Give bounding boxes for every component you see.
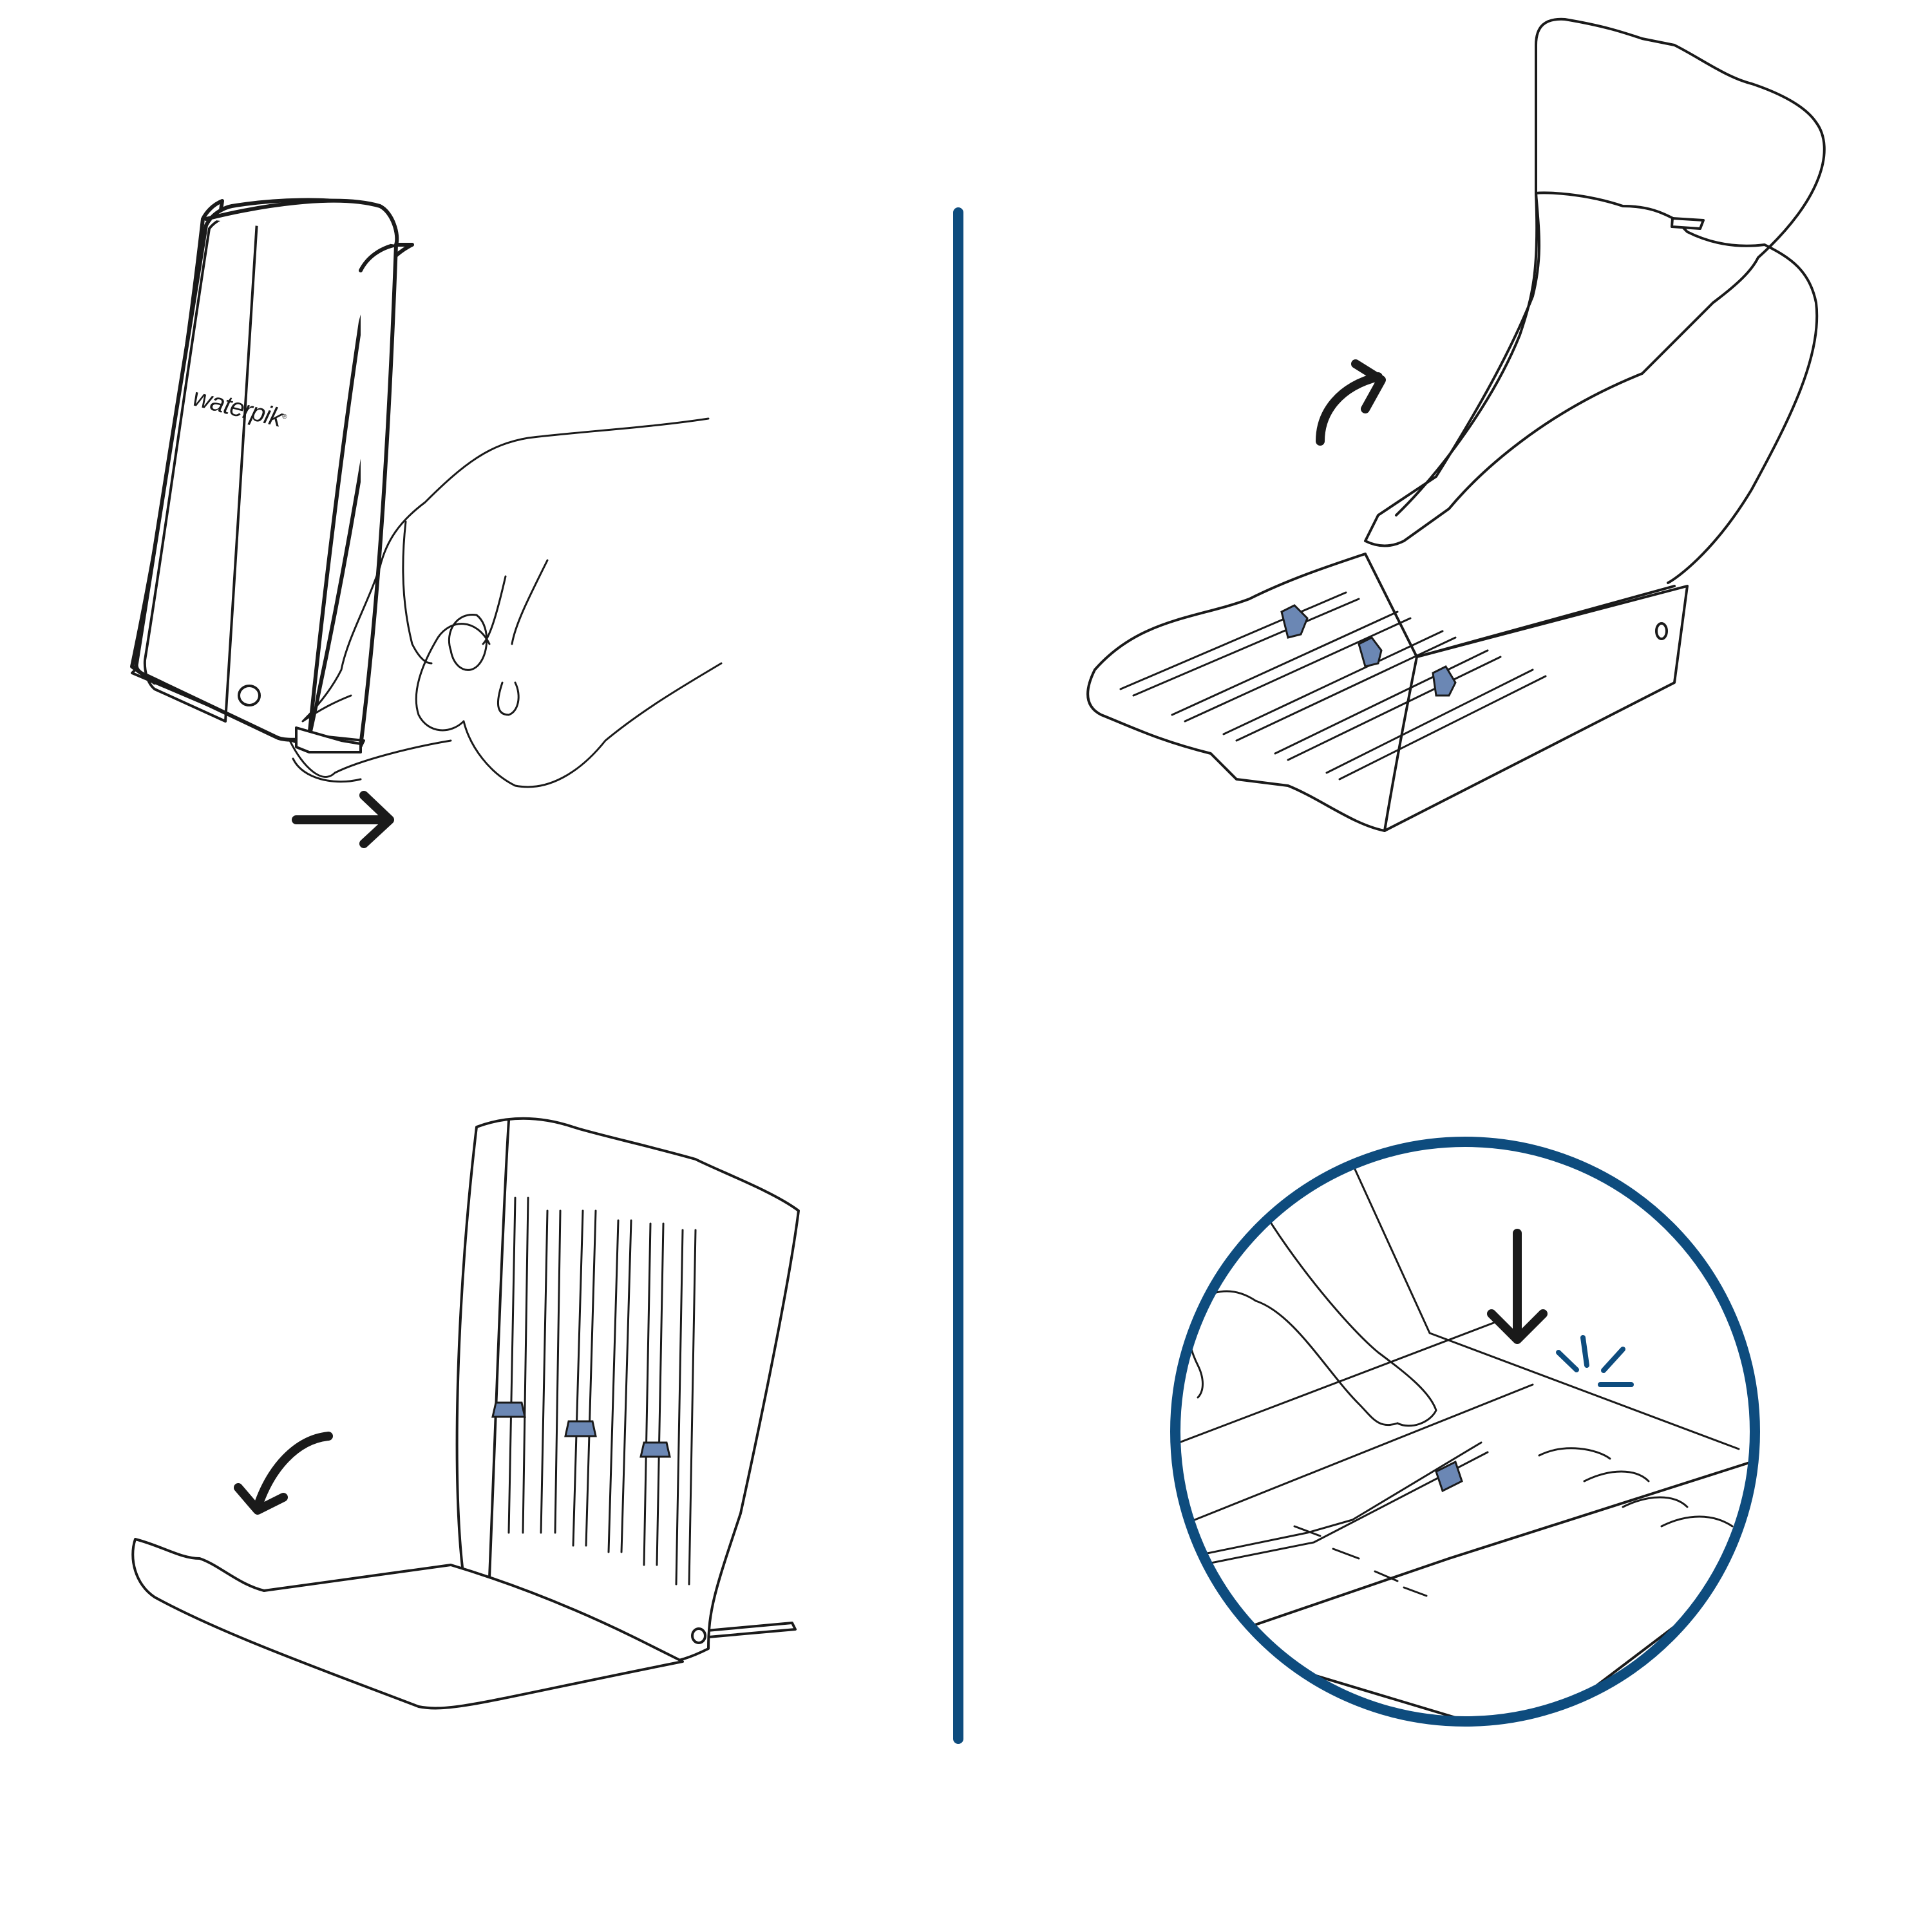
tip-band-closeup [1435, 1460, 1463, 1493]
panel-step-1: waterpik® [0, 0, 940, 940]
tip-brushes [1119, 591, 1547, 781]
panel-step-3 [0, 966, 940, 1932]
panel-divider [953, 207, 963, 1744]
closeup-circle [1170, 1137, 1760, 1727]
open-case-tray-illustration [1086, 17, 1826, 832]
panel-step-2 [0, 0, 1932, 940]
tip-band-1 [1280, 604, 1309, 639]
arrow-curved-down-icon [234, 1432, 333, 1515]
arrow-right-icon [292, 791, 394, 848]
upright-tips [507, 1197, 697, 1586]
click-indicator-icon [1556, 1335, 1634, 1387]
arrow-curved-up-icon [1316, 359, 1386, 446]
tip-band-b [564, 1420, 597, 1437]
tip-band-a [491, 1401, 526, 1418]
closed-case-illustration [130, 198, 723, 788]
upright-case-illustration [131, 1117, 800, 1710]
tip-band-c [639, 1441, 671, 1458]
tip-band-2 [1358, 636, 1383, 668]
arrow-down-icon [1487, 1229, 1548, 1344]
tip-band-3 [1432, 665, 1457, 697]
